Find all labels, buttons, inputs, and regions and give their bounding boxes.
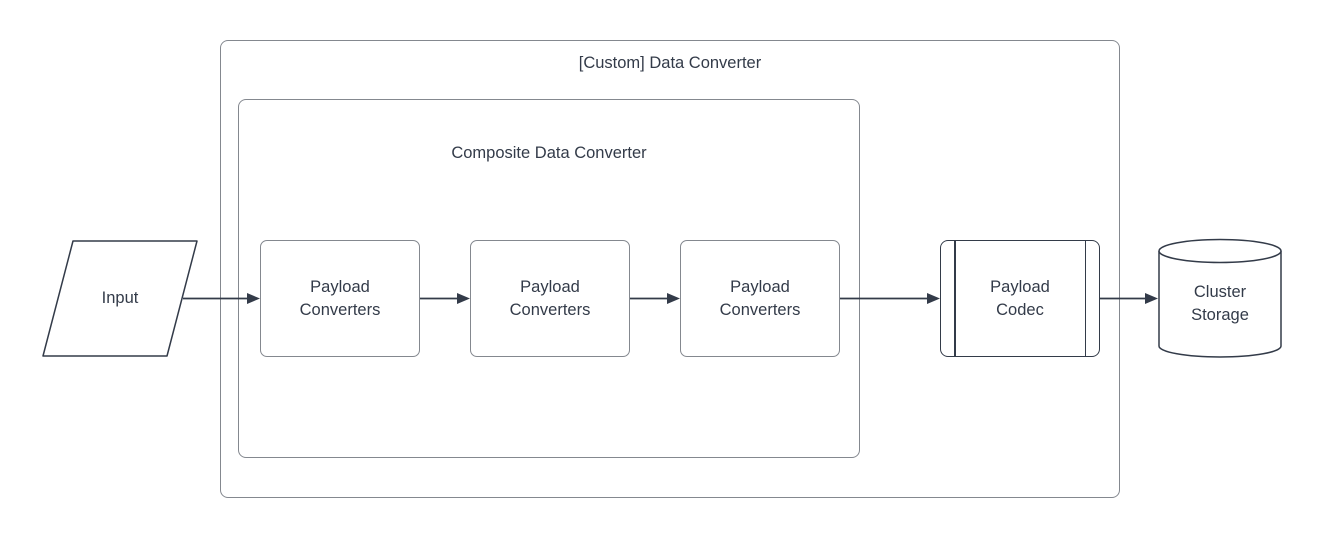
node-payload-converters-3-label: Payload Converters [719,277,801,319]
parallelogram-shape [42,240,198,357]
codec-right-bar [1084,241,1086,356]
node-payload-converters-1-label: Payload Converters [299,277,381,319]
node-cluster-storage-label: Cluster Storage [1191,283,1249,324]
node-payload-converters-2: Payload Converters [470,240,630,357]
cylinder-shape [1158,238,1282,358]
node-payload-codec-label: Payload Codec [990,277,1050,319]
node-cluster-storage: Cluster Storage [1158,238,1282,360]
container-custom-data-converter-label: [Custom] Data Converter [578,54,762,72]
node-input: Input [42,240,198,357]
node-input-label: Input [101,289,139,307]
node-payload-converters-3: Payload Converters [680,240,840,357]
node-payload-converters-2-label: Payload Converters [509,277,591,319]
container-composite-data-converter-label: Composite Data Converter [451,144,647,162]
node-payload-converters-1: Payload Converters [260,240,420,357]
node-payload-codec: Payload Codec [940,240,1100,357]
codec-left-bar [954,241,956,356]
